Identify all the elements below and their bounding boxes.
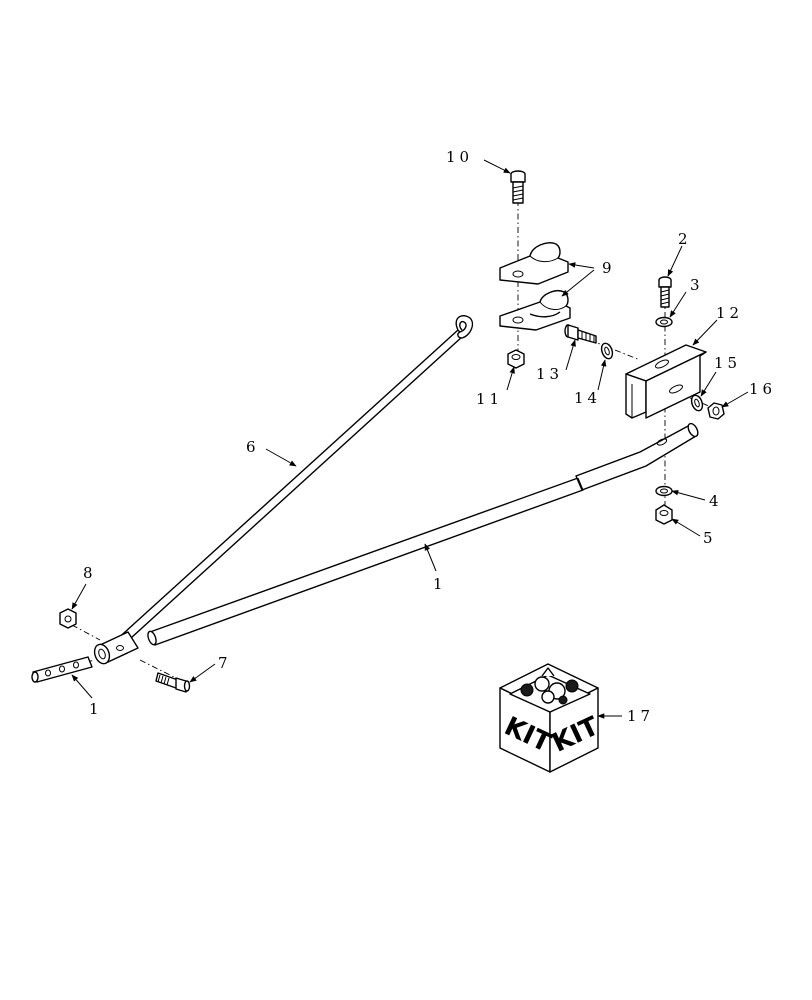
bracket-12: [625, 344, 707, 419]
callout-3: 3: [690, 276, 704, 294]
callout-2: 2: [678, 230, 692, 248]
callout-16: 16: [749, 380, 776, 398]
callout-7: 7: [218, 654, 232, 672]
callout-14: 14: [574, 389, 601, 407]
callout-12: 12: [716, 304, 743, 322]
callout-15: 15: [714, 354, 741, 372]
washer-15: [690, 394, 704, 412]
washer-4: [655, 485, 673, 497]
leader-lines: [71, 159, 749, 719]
washer-14: [600, 342, 614, 360]
callout-13: 13: [536, 365, 563, 383]
bolt-2: [658, 276, 672, 308]
kit-box: KIT KIT: [499, 663, 604, 773]
nut-16: [707, 402, 725, 420]
nut-8: [59, 608, 77, 629]
bolt-7: [155, 672, 191, 693]
callout-9: 9: [602, 259, 616, 277]
callout-1-pin: 1: [89, 700, 103, 718]
washer-3: [655, 316, 673, 328]
callout-6: 6: [246, 438, 260, 456]
callout-8: 8: [83, 564, 97, 582]
callout-11: 11: [476, 390, 503, 408]
callout-labels: 10 9 2 3 12 13 14 11 15 16 6 4 5 1 8 7 1…: [83, 148, 776, 725]
bolt-13: [564, 324, 597, 344]
main-tube: [147, 422, 699, 646]
clamp-lower: [499, 290, 571, 331]
bolt-10: [510, 170, 526, 204]
callout-1-tube: 1: [433, 575, 447, 593]
clamp-upper: [499, 242, 569, 285]
callout-10: 10: [446, 148, 473, 166]
end-coupler: [93, 631, 139, 665]
callout-17: 17: [627, 707, 654, 725]
callout-4: 4: [709, 492, 723, 510]
callout-5: 5: [703, 529, 717, 547]
brace-rod: [113, 314, 474, 649]
nut-11: [507, 349, 525, 369]
hitch-pin: [31, 656, 93, 683]
nut-5: [655, 504, 673, 525]
